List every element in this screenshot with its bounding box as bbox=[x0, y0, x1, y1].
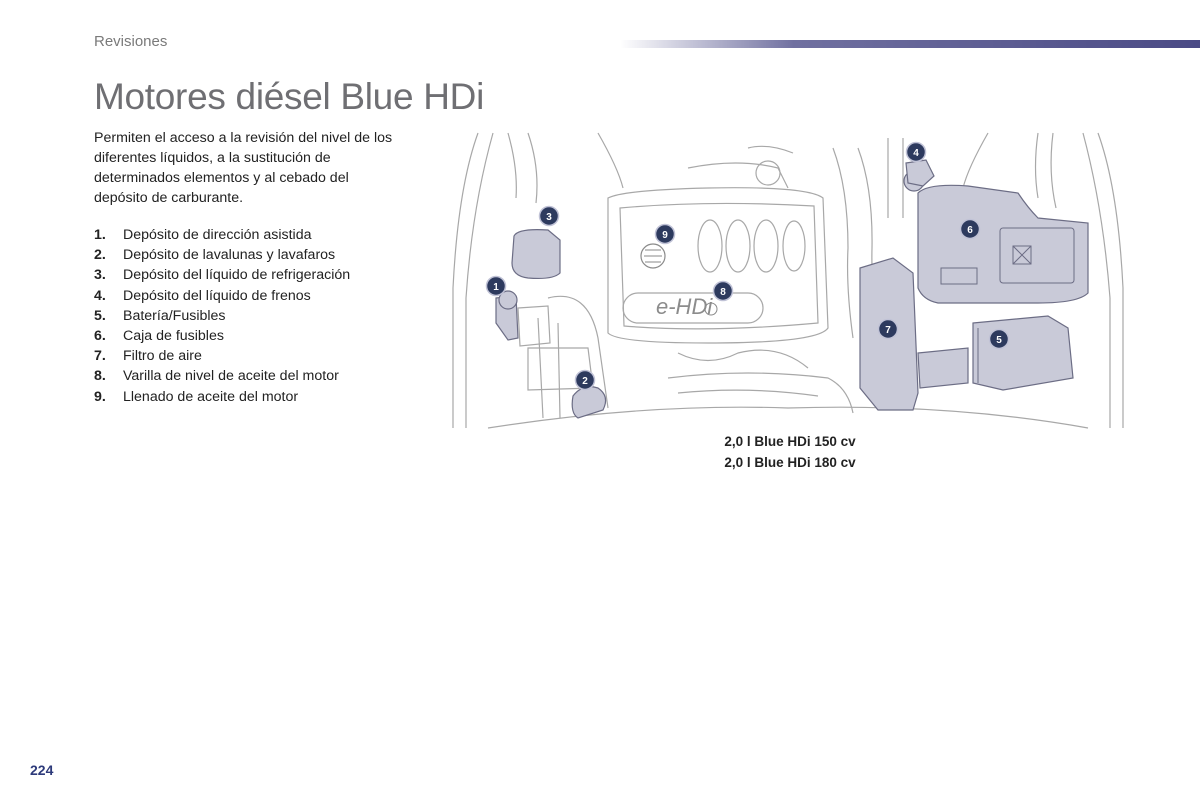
callout-8: 8 bbox=[712, 280, 734, 302]
svg-text:9: 9 bbox=[662, 230, 668, 241]
engine-badge-text: e-HDi bbox=[656, 294, 713, 319]
callout-2: 2 bbox=[574, 369, 596, 391]
item-label: Batería/Fusibles bbox=[123, 307, 226, 324]
item-label: Llenado de aceite del motor bbox=[123, 388, 299, 405]
item-label: Caja de fusibles bbox=[123, 328, 224, 345]
callout-7: 7 bbox=[877, 318, 899, 340]
item-number: 2. bbox=[94, 247, 106, 264]
callout-1: 1 bbox=[485, 275, 507, 297]
component-list: 1. Depósito de dirección asistida 2. Depós… bbox=[94, 225, 350, 407]
list-item: 4. Depósito del líquido de frenos bbox=[94, 286, 350, 306]
item-number: 5. bbox=[94, 307, 106, 324]
list-item: 3. Depósito del líquido de refrigeración bbox=[94, 265, 350, 285]
list-item: 7. Filtro de aire bbox=[94, 346, 350, 366]
intro-paragraph: Permiten el acceso a la revisión del niv… bbox=[94, 130, 393, 206]
figure-caption: 2,0 l Blue HDi 150 cv 2,0 l Blue HDi 180… bbox=[640, 431, 940, 473]
caption-line: 2,0 l Blue HDi 180 cv bbox=[724, 455, 856, 470]
section-header: Revisiones bbox=[94, 33, 168, 50]
list-item: 9. Llenado de aceite del motor bbox=[94, 387, 350, 407]
item-label: Depósito de dirección asistida bbox=[123, 227, 312, 243]
svg-text:6: 6 bbox=[967, 225, 973, 236]
svg-text:4: 4 bbox=[913, 148, 919, 159]
callout-6: 6 bbox=[959, 218, 981, 240]
item-label: Depósito del líquido de frenos bbox=[123, 287, 311, 304]
svg-text:5: 5 bbox=[996, 335, 1002, 346]
callout-3: 3 bbox=[538, 205, 560, 227]
svg-text:7: 7 bbox=[885, 325, 891, 336]
item-label: Filtro de aire bbox=[123, 348, 202, 365]
list-item: 1. Depósito de dirección asistida bbox=[94, 225, 350, 245]
engine-bay-illustration: e-HDi 1 2 3 4 5 6 7 8 9 bbox=[452, 132, 1124, 429]
page-number: 224 bbox=[30, 762, 54, 778]
item-label: Varilla de nivel de aceite del motor bbox=[123, 368, 339, 385]
item-number: 1. bbox=[94, 227, 106, 243]
callout-9: 9 bbox=[654, 223, 676, 245]
caption-line: 2,0 l Blue HDi 150 cv bbox=[724, 434, 856, 449]
list-item: 5. Batería/Fusibles bbox=[94, 306, 350, 326]
item-number: 9. bbox=[94, 388, 106, 405]
svg-text:3: 3 bbox=[546, 212, 552, 223]
list-item: 8. Varilla de nivel de aceite del motor bbox=[94, 366, 350, 386]
svg-text:8: 8 bbox=[720, 287, 726, 298]
item-number: 8. bbox=[94, 368, 106, 385]
list-item: 2. Depósito de lavalunas y lavafaros bbox=[94, 245, 350, 265]
callout-4: 4 bbox=[905, 141, 927, 163]
callout-5: 5 bbox=[988, 328, 1010, 350]
item-label: Depósito del líquido de refrigeración bbox=[123, 267, 351, 284]
svg-text:2: 2 bbox=[582, 376, 588, 387]
item-number: 4. bbox=[94, 287, 106, 304]
list-item: 6. Caja de fusibles bbox=[94, 326, 350, 346]
header-rule bbox=[620, 40, 1200, 48]
item-label: Depósito de lavalunas y lavafaros bbox=[123, 247, 336, 264]
svg-text:1: 1 bbox=[493, 282, 499, 293]
item-number: 7. bbox=[94, 348, 106, 365]
page-title: Motores diésel Blue HDi bbox=[94, 76, 484, 117]
item-number: 6. bbox=[94, 328, 106, 345]
item-number: 3. bbox=[94, 267, 106, 284]
